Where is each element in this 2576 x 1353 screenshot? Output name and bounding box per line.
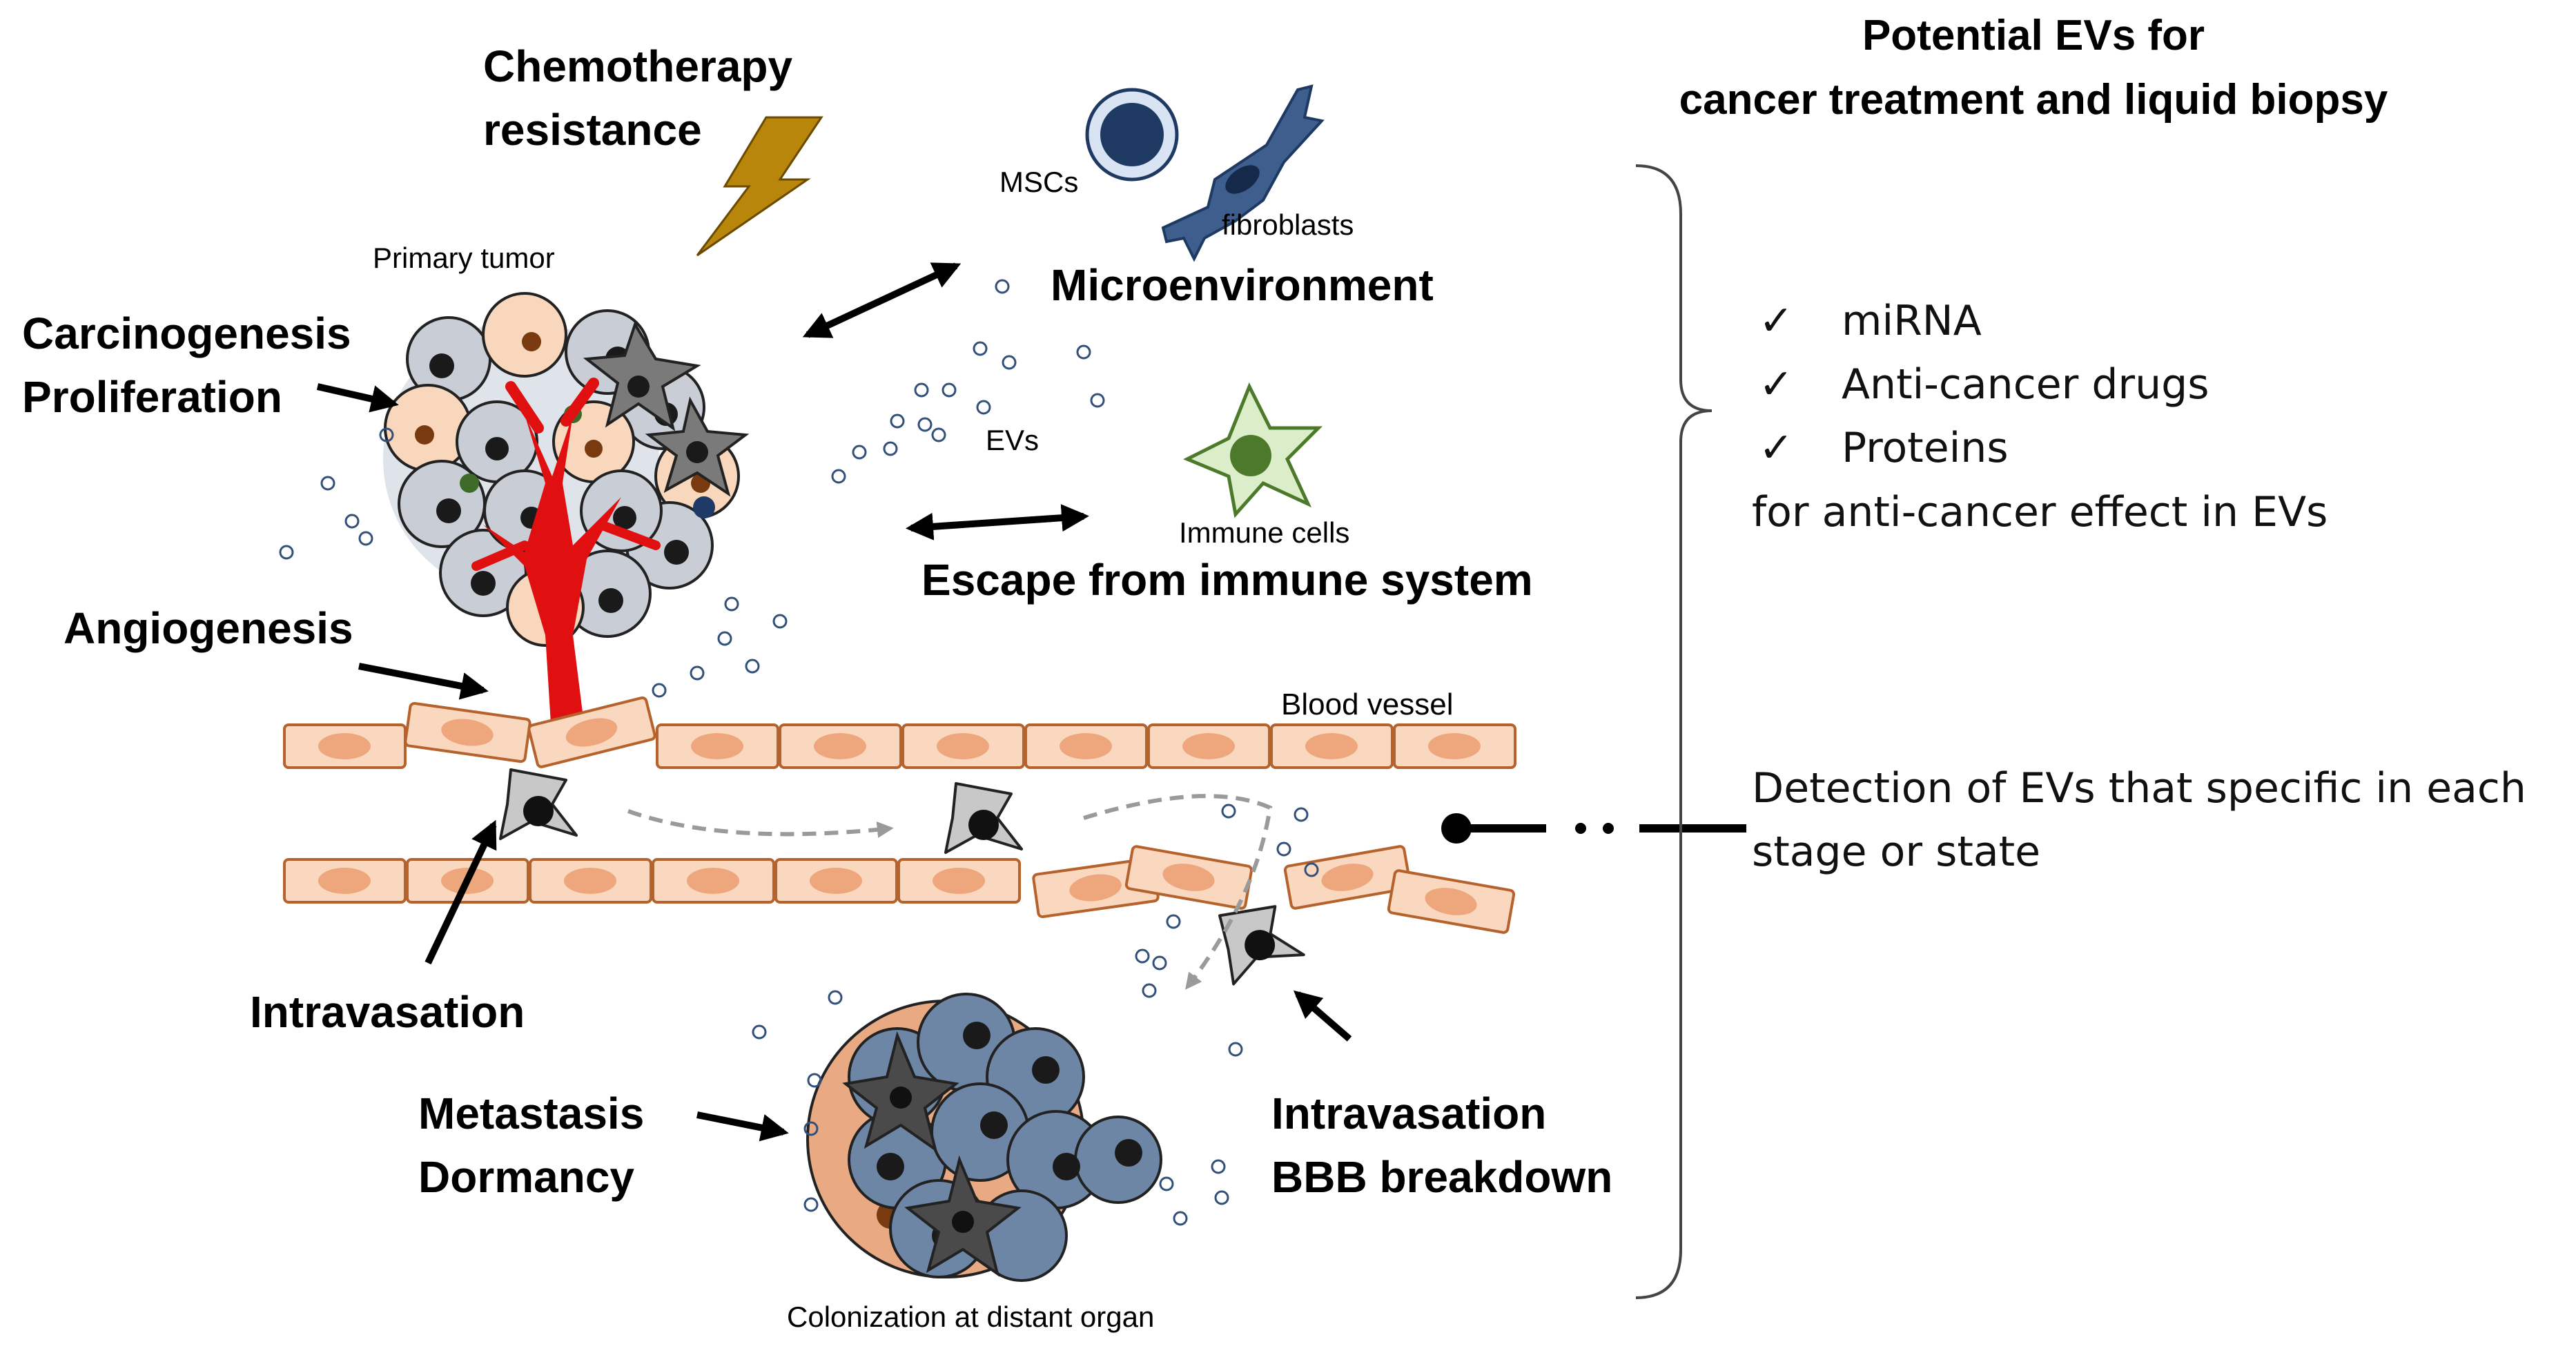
arrow-angiogenesis bbox=[358, 663, 489, 700]
checklist-item-mirna: miRNA bbox=[1842, 297, 1982, 345]
arrow-intravasation-left bbox=[425, 819, 497, 965]
check-icon-2: ✓ bbox=[1759, 360, 1793, 409]
label-chemo-2: resistance bbox=[483, 105, 702, 155]
checklist-item-proteins: Proteins bbox=[1842, 424, 2009, 472]
label-fibroblasts: fibroblasts bbox=[1222, 208, 1354, 241]
migration-path-2 bbox=[1083, 794, 1273, 990]
arrow-proliferation bbox=[316, 383, 399, 413]
detection-text-1: Detection of EVs that specific in each bbox=[1752, 764, 2526, 812]
label-immune-cells: Immune cells bbox=[1179, 516, 1349, 549]
label-blood-vessel: Blood vessel bbox=[1281, 688, 1453, 721]
label-primary-tumor: Primary tumor bbox=[373, 242, 555, 274]
label-evs: EVs bbox=[986, 424, 1039, 456]
label-dormancy: Dormancy bbox=[418, 1152, 634, 1202]
migration-path-1 bbox=[627, 809, 894, 838]
label-metastasis: Metastasis bbox=[418, 1089, 644, 1138]
label-intravasation-left: Intravasation bbox=[250, 987, 525, 1037]
arrow-immune bbox=[906, 504, 1089, 541]
circulating-cell bbox=[944, 782, 1023, 854]
label-escape: Escape from immune system bbox=[921, 555, 1533, 605]
check-icon-3: ✓ bbox=[1759, 424, 1793, 472]
intravasating-cell-left bbox=[499, 768, 578, 840]
detection-text-2: stage or state bbox=[1752, 828, 2040, 876]
lightning-icon bbox=[696, 116, 823, 257]
blood-vessel bbox=[283, 695, 1516, 935]
primary-tumor-illustration bbox=[383, 292, 750, 746]
arrow-metastasis bbox=[696, 1111, 789, 1142]
label-microenvironment: Microenvironment bbox=[1051, 260, 1434, 310]
label-colonization: Colonization at distant organ bbox=[787, 1301, 1154, 1333]
msc-cell-icon bbox=[1085, 88, 1179, 182]
panel-title-1: Potential EVs for bbox=[1862, 12, 2205, 59]
arrow-intravasation-right bbox=[1293, 990, 1352, 1042]
label-bbb: BBB breakdown bbox=[1271, 1152, 1612, 1202]
label-proliferation: Proliferation bbox=[22, 372, 282, 422]
immune-cell-icon bbox=[1182, 382, 1323, 518]
panel-title-2: cancer treatment and liquid biopsy bbox=[1679, 76, 2388, 124]
label-mscs: MSCs bbox=[999, 166, 1078, 198]
effect-text: for anti-cancer effect in EVs bbox=[1752, 488, 2328, 536]
label-chemo-1: Chemotherapy bbox=[483, 41, 793, 91]
detection-connector bbox=[1441, 813, 1746, 844]
process-arrows bbox=[316, 262, 1352, 1142]
ev-particles bbox=[279, 279, 1319, 1226]
label-angiogenesis: Angiogenesis bbox=[64, 603, 353, 653]
check-icon-1: ✓ bbox=[1759, 297, 1793, 345]
label-intravasation-right: Intravasation bbox=[1271, 1089, 1546, 1138]
fibroblast-cell-icon bbox=[1161, 84, 1325, 262]
checklist-item-drugs: Anti-cancer drugs bbox=[1842, 360, 2209, 409]
arrow-microenvironment bbox=[802, 262, 962, 338]
metastasis-illustration bbox=[806, 993, 1162, 1282]
right-brace bbox=[1635, 164, 1713, 1299]
label-carcinogenesis: Carcinogenesis bbox=[22, 309, 351, 358]
